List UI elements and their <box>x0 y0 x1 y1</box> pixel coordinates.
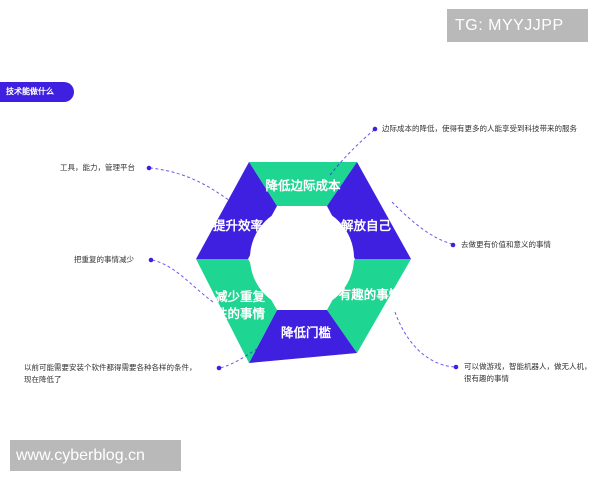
watermark-top: TG: MYYJJPP <box>447 9 588 42</box>
annotation-right: 去做更有价值和意义的事情 <box>461 240 551 249</box>
connector-dot-bottom-left <box>216 365 222 371</box>
segment-bottom[interactable] <box>249 310 357 363</box>
connector-right <box>391 201 453 245</box>
segment-bottom-left[interactable] <box>196 259 277 363</box>
watermark-bottom: www.cyberblog.cn <box>10 440 181 471</box>
segment-label-bottom-left-line1: 减少重复 <box>215 289 266 304</box>
connector-dot-top-right <box>372 126 378 132</box>
connector-dot-top-left <box>146 165 152 171</box>
annotation-bottom-right-line2: 很有趣的事情 <box>464 374 509 383</box>
section-tag: 技术能做什么 <box>0 82 74 102</box>
segment-label-bottom: 降低门槛 <box>281 325 332 340</box>
segment-label-bottom-right: 有趣的事情 <box>339 287 402 302</box>
segment-label-bottom-left-line2: 性的事情 <box>214 306 266 321</box>
annotation-left: 把重复的事情减少 <box>74 255 134 264</box>
segment-label-top-right: 解放自己 <box>341 218 392 233</box>
connector-top-left <box>149 167 238 207</box>
annotation-top-left: 工具，能力，管理平台 <box>60 163 135 172</box>
segment-top[interactable] <box>249 162 357 206</box>
annotation-bottom-left-line2: 现在降低了 <box>24 375 62 384</box>
annotation-bottom-left: 以前可能需要安装个软件都得需要各种各样的条件， 现在降低了 <box>24 362 197 386</box>
connector-dot-right <box>450 242 456 248</box>
connector-left <box>151 259 214 303</box>
segment-label-top: 降低边际成本 <box>265 178 341 193</box>
connector-dot-bottom-right <box>453 364 459 370</box>
annotation-top-right: 边际成本的降低，使得有更多的人能享受到科技带来的服务 <box>382 124 577 133</box>
segment-bottom-right[interactable] <box>327 259 411 353</box>
annotation-bottom-right-line1: 可以做游戏，智能机器人，做无人机， <box>464 362 592 371</box>
segment-label-top-left: 提升效率 <box>213 218 264 233</box>
ring-hole <box>250 206 354 310</box>
connector-top-right <box>329 129 375 176</box>
annotation-bottom-right: 可以做游戏，智能机器人，做无人机， 很有趣的事情 <box>464 361 592 385</box>
connector-dot-left <box>148 257 154 263</box>
connector-bottom-right <box>394 311 456 368</box>
annotation-bottom-left-line1: 以前可能需要安装个软件都得需要各种各样的条件， <box>24 363 197 372</box>
